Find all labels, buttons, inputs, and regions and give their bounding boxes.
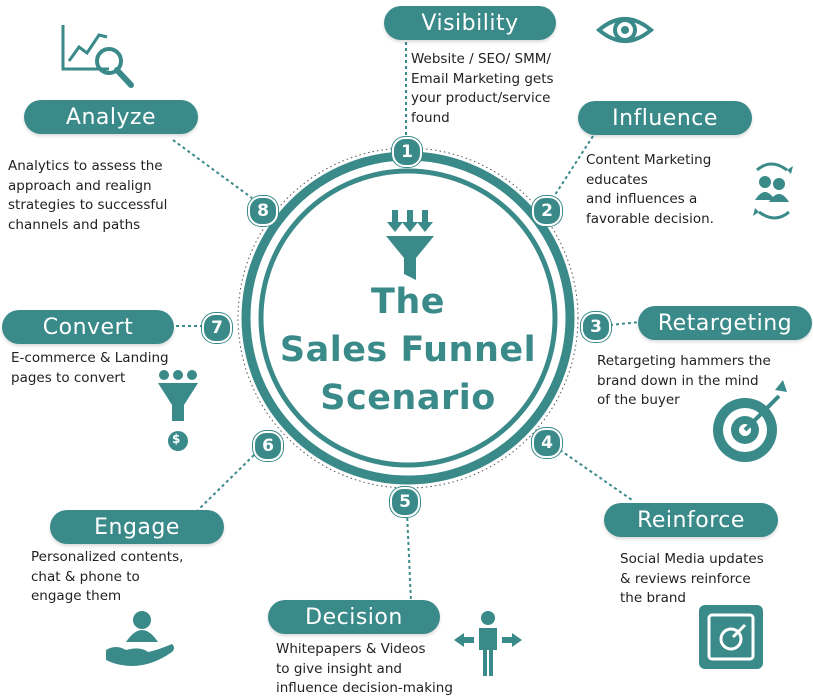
connector-decision <box>406 511 412 603</box>
stage-number-2: 2 <box>532 196 562 226</box>
connector-retargeting <box>609 321 641 326</box>
stage-label-visibility: Visibility <box>384 6 556 40</box>
stage-number-8: 8 <box>248 196 278 226</box>
eye-icon <box>595 17 655 43</box>
stage-desc-decision: Whitepapers & Videos to give insight and… <box>276 641 453 696</box>
stage-desc-engage: Personalized contents, chat & phone to e… <box>31 549 184 604</box>
funnel-center-icon <box>386 210 434 280</box>
stage-label-analyze: Analyze <box>24 100 198 134</box>
dollar-glyph: $ <box>172 432 181 446</box>
title-line-1: The <box>370 282 446 322</box>
stage-number-3: 3 <box>581 312 611 342</box>
stage-number-6: 6 <box>253 431 283 461</box>
stage-number-5: 5 <box>390 487 420 517</box>
inner-ring <box>258 168 558 468</box>
stage-label-retargeting: Retargeting <box>638 306 812 340</box>
stage-desc-retargeting: Retargeting hammers the brand down in th… <box>597 353 771 408</box>
stage-number-7: 7 <box>202 313 232 343</box>
stage-number-1: 1 <box>392 137 422 167</box>
stage-desc-reinforce: Social Media updates & reviews reinforce… <box>620 551 764 606</box>
target-icon <box>713 380 787 462</box>
title-line-3: Scenario <box>320 378 496 418</box>
title-line-2: Sales Funnel <box>279 330 537 370</box>
connector-analyze <box>172 139 253 199</box>
connector-influence <box>552 135 594 199</box>
stage-desc-convert: E-commerce & Landing pages to convert <box>11 350 169 386</box>
chart-magnifier-icon <box>61 25 134 88</box>
stage-number-4: 4 <box>532 428 562 458</box>
stage-label-convert: Convert <box>2 310 174 344</box>
stage-label-influence: Influence <box>578 101 752 135</box>
stage-desc-influence: Content Marketing educates and influence… <box>586 152 714 227</box>
person-arrows-icon <box>454 611 522 676</box>
connector-reinforce <box>559 449 633 501</box>
people-cycle-icon <box>753 162 793 220</box>
stage-desc-visibility: Website / SEO/ SMM/ Email Marketing gets… <box>411 51 554 126</box>
stage-label-decision: Decision <box>268 600 440 634</box>
social-badge-icon <box>699 605 763 669</box>
connector-engage <box>197 454 255 511</box>
hand-person-icon <box>106 611 174 666</box>
stage-desc-analyze: Analytics to assess the approach and rea… <box>8 158 168 233</box>
stage-label-reinforce: Reinforce <box>604 503 778 537</box>
stage-label-engage: Engage <box>50 510 224 544</box>
funnel-dollar-icon <box>158 370 198 451</box>
